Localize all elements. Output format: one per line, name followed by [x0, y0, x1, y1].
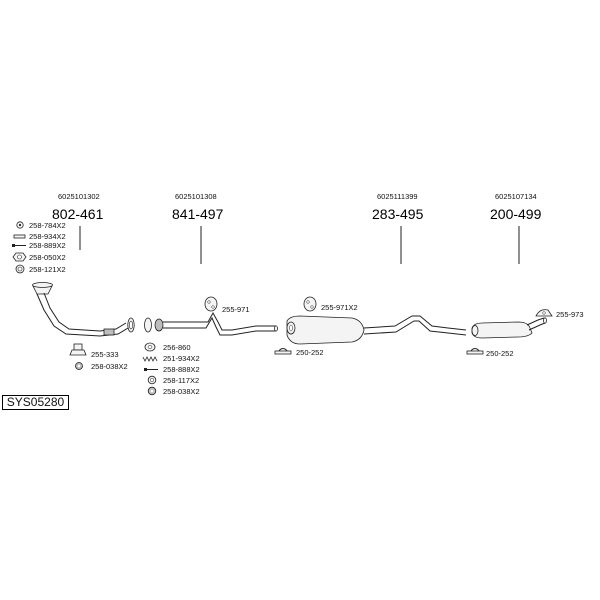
- kit1-bolt-icon: [13, 234, 26, 239]
- mount-255-971-label[interactable]: 255-971: [222, 305, 250, 314]
- clamp-258-038-label-1[interactable]: 258-038X2: [91, 362, 128, 371]
- kit1-item-5[interactable]: 258-121X2: [29, 265, 66, 274]
- kit1-item-1[interactable]: 258-784X2: [29, 221, 66, 230]
- kit1-item-3[interactable]: 258-889X2: [29, 241, 66, 250]
- kit2-item-1[interactable]: 256-860: [163, 343, 191, 352]
- clamp-250-252-label-mid[interactable]: 250-252: [296, 348, 324, 357]
- kit1-gasket-icon: [12, 252, 27, 262]
- kit2-item-4[interactable]: 258-117X2: [163, 376, 199, 385]
- mount-255-971x2-label[interactable]: 255-971X2: [321, 303, 358, 312]
- clamp-250-252-label-rear[interactable]: 250-252: [486, 349, 514, 358]
- oem-number-3: 6025111399: [377, 192, 418, 201]
- kit2-item-5[interactable]: 258-038X2: [163, 387, 200, 396]
- kit1-nut-icon: [16, 221, 24, 229]
- rubber-mount-icon-rear: [535, 309, 553, 317]
- oem-number-1: 6025101302: [58, 192, 100, 201]
- kit2-spring-icon: [142, 356, 158, 362]
- system-code-box: SYS05280: [2, 395, 69, 410]
- part-number-283-495[interactable]: 283-495: [372, 206, 424, 222]
- oem-number-2: 6025101308: [175, 192, 217, 201]
- part-number-802-461[interactable]: 802-461: [52, 206, 104, 222]
- oem-number-4: 6025107134: [495, 192, 537, 201]
- mount-255-973-label[interactable]: 255-973: [556, 310, 584, 319]
- intermediate-pipe-841-497[interactable]: [144, 311, 278, 336]
- pipe-clamp-icon-mid: [274, 348, 292, 355]
- kit2-gasket-icon: [144, 342, 156, 352]
- hanger-mount-icon-2: [303, 296, 317, 312]
- pipe-clamp-icon-rear: [466, 348, 484, 355]
- kit2-bolt-icon: [144, 368, 158, 371]
- front-pipe-802-461[interactable]: [32, 282, 135, 337]
- mount-255-333-label[interactable]: 255-333: [91, 350, 119, 359]
- system-code: SYS05280: [6, 395, 65, 409]
- kit2-clamp-icon: [147, 386, 157, 396]
- rear-silencer-200-499[interactable]: [471, 317, 547, 339]
- part-number-841-497[interactable]: 841-497: [172, 206, 224, 222]
- kit1-item-4[interactable]: 258-050X2: [29, 253, 66, 262]
- clamp-icon: [75, 362, 83, 370]
- kit1-ring-icon: [15, 264, 25, 274]
- kit2-washer-icon: [147, 375, 157, 385]
- hanger-mount-icon-1: [204, 296, 218, 312]
- kit2-item-3[interactable]: 258-888X2: [163, 365, 200, 374]
- middle-silencer-283-495[interactable]: [286, 315, 467, 345]
- rubber-mount-icon: [69, 343, 87, 356]
- part-number-200-499[interactable]: 200-499: [490, 206, 542, 222]
- kit1-stud-icon: [12, 244, 26, 247]
- kit1-item-2[interactable]: 258-934X2: [29, 232, 66, 241]
- kit2-item-2[interactable]: 251-934X2: [163, 354, 200, 363]
